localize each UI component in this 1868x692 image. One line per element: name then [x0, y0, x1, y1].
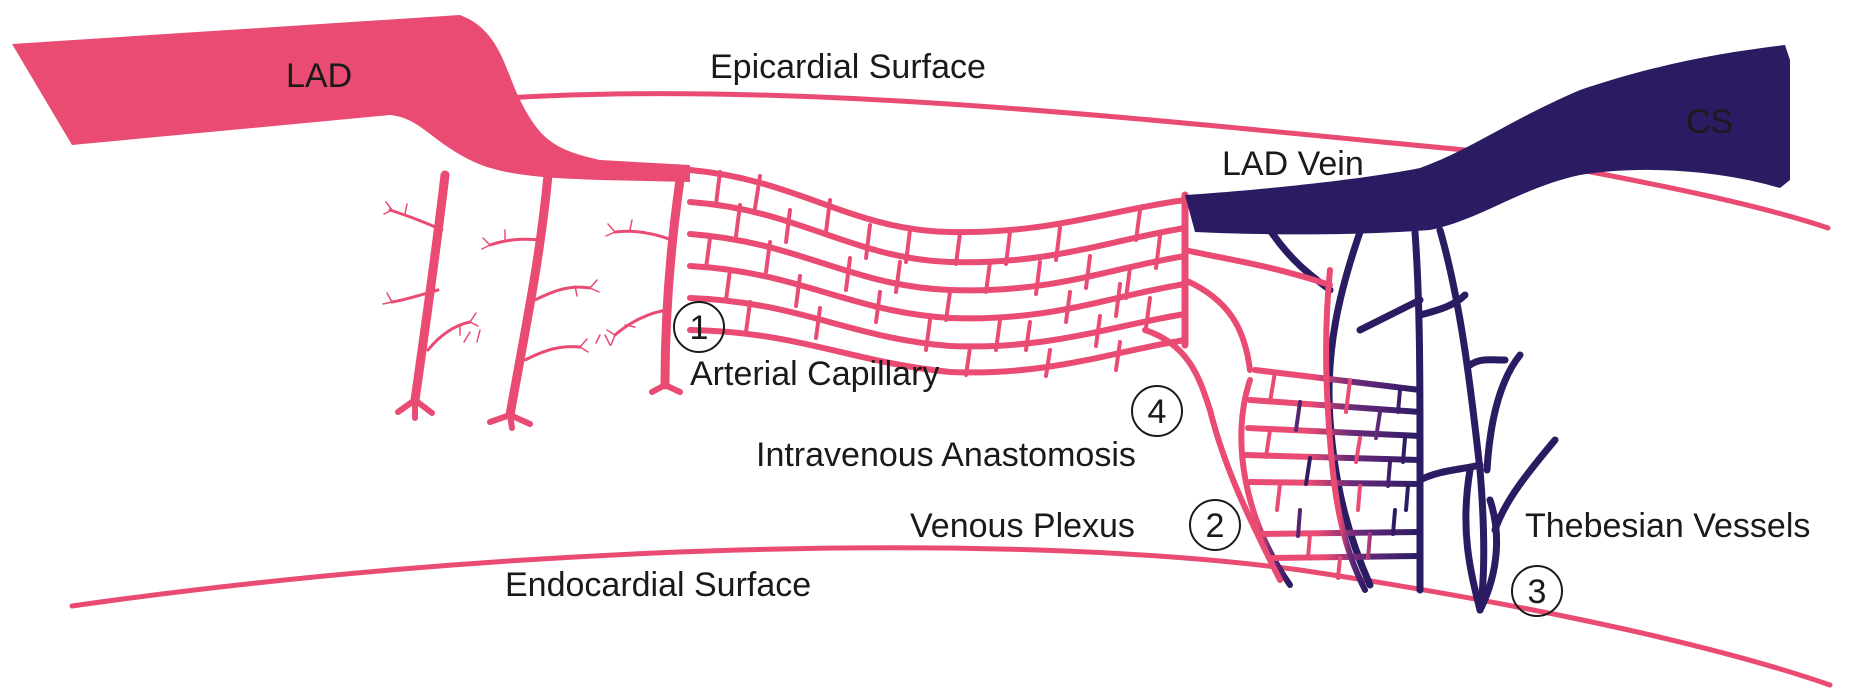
marker-3: 3: [1512, 566, 1562, 616]
label-venous-plexus: Venous Plexus: [910, 507, 1135, 545]
marker-2: 2: [1190, 500, 1240, 550]
svg-text:3: 3: [1528, 573, 1547, 611]
svg-text:2: 2: [1206, 507, 1225, 545]
marker-1: 1: [674, 302, 724, 352]
svg-text:4: 4: [1148, 393, 1167, 431]
marker-4: 4: [1132, 386, 1182, 436]
lad-artery: [12, 15, 690, 182]
label-endocardial-surface: Endocardial Surface: [505, 566, 811, 604]
lad-penetrating-branches: [398, 175, 680, 428]
label-thebesian-vessels: Thebesian Vessels: [1525, 507, 1810, 545]
label-lad-vein: LAD Vein: [1222, 145, 1364, 183]
svg-text:1: 1: [690, 309, 709, 347]
label-intravenous-anastomosis: Intravenous Anastomosis: [756, 436, 1136, 474]
label-epicardial-surface: Epicardial Surface: [710, 48, 986, 86]
label-arterial-capillary: Arterial Capillary: [690, 355, 939, 393]
label-cs: CS: [1686, 103, 1733, 141]
venous-descending-vessels: [1270, 230, 1555, 610]
endocardial-surface-line: [72, 548, 1830, 685]
label-lad: LAD: [286, 57, 352, 95]
